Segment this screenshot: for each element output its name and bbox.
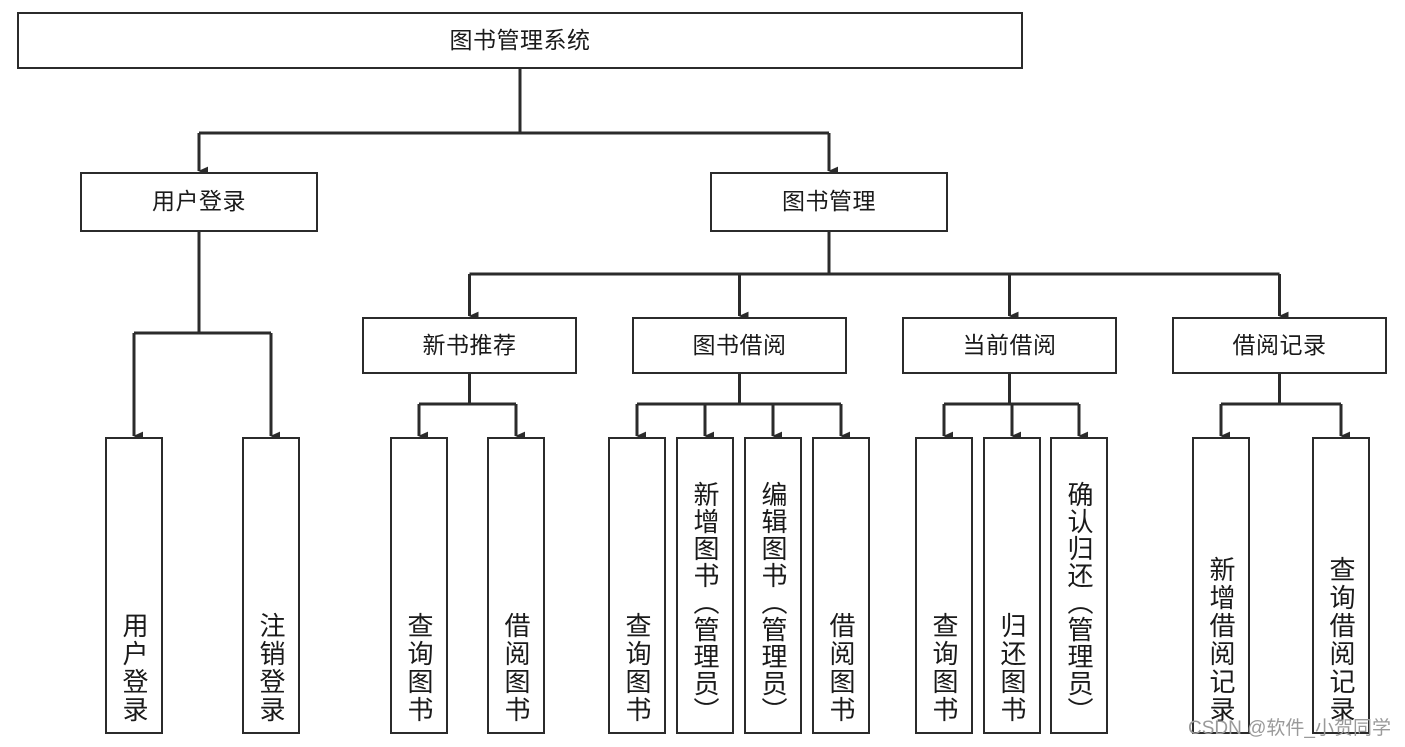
node-label: 用户登录 — [152, 188, 246, 215]
node-label: 借阅图书 — [826, 612, 856, 724]
node-user-login[interactable]: 用户登录 — [80, 172, 318, 232]
node-leaf-borrow-2[interactable]: 借阅图书 — [812, 437, 870, 734]
node-label: 查询图书 — [404, 612, 434, 724]
node-borrow-record[interactable]: 借阅记录 — [1172, 317, 1387, 374]
node-label: 查询图书 — [622, 612, 652, 724]
node-leaf-query-3[interactable]: 查询图书 — [915, 437, 973, 734]
node-leaf-confirm[interactable]: 确认归还（管理员） — [1050, 437, 1108, 734]
node-label: 编辑图书（管理员） — [758, 481, 788, 724]
node-label: 查询图书 — [929, 612, 959, 724]
node-label: 查询借阅记录 — [1326, 556, 1356, 724]
node-leaf-query-1[interactable]: 查询图书 — [390, 437, 448, 734]
node-leaf-borrow-1[interactable]: 借阅图书 — [487, 437, 545, 734]
node-leaf-return[interactable]: 归还图书 — [983, 437, 1041, 734]
node-book-borrow[interactable]: 图书借阅 — [632, 317, 847, 374]
node-label: 新增借阅记录 — [1206, 556, 1236, 724]
node-label: 归还图书 — [997, 612, 1027, 724]
node-label: 图书借阅 — [692, 331, 787, 358]
node-label: 注销登录 — [256, 612, 286, 724]
node-leaf-add-rec[interactable]: 新增借阅记录 — [1192, 437, 1250, 734]
node-label: 新增图书（管理员） — [690, 481, 720, 724]
node-leaf-logout[interactable]: 注销登录 — [242, 437, 300, 734]
edge-group — [132, 69, 1351, 441]
node-book-manage[interactable]: 图书管理 — [710, 172, 948, 232]
node-leaf-edit-book[interactable]: 编辑图书（管理员） — [744, 437, 802, 734]
node-label: 借阅记录 — [1232, 331, 1327, 358]
node-root[interactable]: 图书管理系统 — [17, 12, 1023, 69]
node-label: 图书管理系统 — [449, 26, 591, 53]
node-leaf-query-2[interactable]: 查询图书 — [608, 437, 666, 734]
node-leaf-query-rec[interactable]: 查询借阅记录 — [1312, 437, 1370, 734]
node-new-book-rec[interactable]: 新书推荐 — [362, 317, 577, 374]
node-label: 当前借阅 — [962, 331, 1057, 358]
node-leaf-login[interactable]: 用户登录 — [105, 437, 163, 734]
node-label: 图书管理 — [782, 188, 876, 215]
node-label: 新书推荐 — [422, 331, 517, 358]
node-current-borrow[interactable]: 当前借阅 — [902, 317, 1117, 374]
node-leaf-add-book[interactable]: 新增图书（管理员） — [676, 437, 734, 734]
node-label: 确认归还（管理员） — [1064, 481, 1094, 724]
node-label: 借阅图书 — [501, 612, 531, 724]
node-label: 用户登录 — [119, 612, 149, 724]
